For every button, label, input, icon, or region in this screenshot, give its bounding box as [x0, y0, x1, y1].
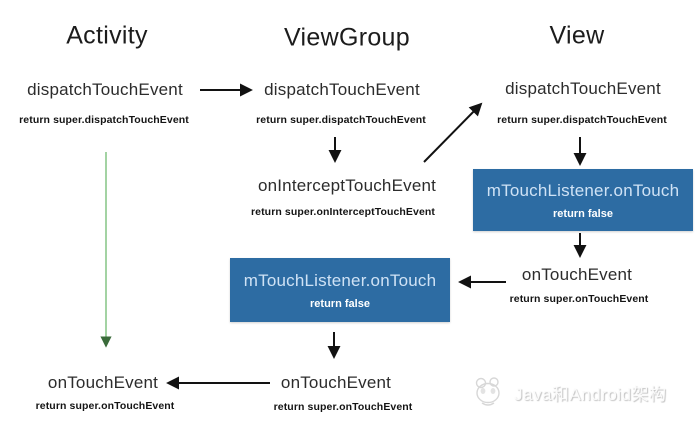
- note-viewgroup-on-touch-return: return super.onTouchEvent: [273, 401, 413, 413]
- node-activity-dispatch-touch-event: dispatchTouchEvent: [27, 80, 183, 99]
- note-activity-on-touch-return: return super.onTouchEvent: [35, 400, 175, 412]
- box-view-return-false: return false: [553, 207, 613, 220]
- note-view-on-touch-return: return super.onTouchEvent: [509, 293, 649, 305]
- panda-logo-icon: [475, 377, 500, 406]
- box-viewgroup-return-false: return false: [310, 297, 370, 310]
- note-activity-dispatch-return: return super.dispatchTouchEvent: [19, 114, 189, 126]
- column-header-activity: Activity: [66, 21, 148, 50]
- arrow-intercept-to-view-dispatch: [423, 102, 483, 163]
- node-on-intercept-touch-event: onInterceptTouchEvent: [257, 176, 437, 195]
- watermark-text: Java和Android架构: [514, 384, 667, 404]
- box-view-mtouchlistener-ontouch: mTouchListener.onTouch return false: [473, 169, 693, 231]
- box-viewgroup-mtouchlistener-label: mTouchListener.onTouch: [243, 270, 437, 290]
- watermark: Java和Android架构: [468, 362, 700, 422]
- column-header-view: View: [549, 21, 605, 50]
- box-viewgroup-mtouchlistener-ontouch: mTouchListener.onTouch return false: [230, 258, 450, 322]
- note-on-intercept-return: return super.onInterceptTouchEvent: [250, 206, 436, 218]
- note-view-dispatch-return: return super.dispatchTouchEvent: [497, 114, 667, 126]
- note-viewgroup-dispatch-return: return super.dispatchTouchEvent: [256, 114, 426, 126]
- box-view-mtouchlistener-label: mTouchListener.onTouch: [486, 180, 680, 200]
- node-activity-on-touch-event: onTouchEvent: [47, 373, 159, 392]
- node-viewgroup-dispatch-touch-event: dispatchTouchEvent: [264, 80, 420, 99]
- column-header-viewgroup: ViewGroup: [284, 23, 410, 52]
- node-view-dispatch-touch-event: dispatchTouchEvent: [505, 79, 661, 98]
- node-view-on-touch-event: onTouchEvent: [521, 265, 633, 284]
- node-viewgroup-on-touch-event: onTouchEvent: [280, 373, 392, 392]
